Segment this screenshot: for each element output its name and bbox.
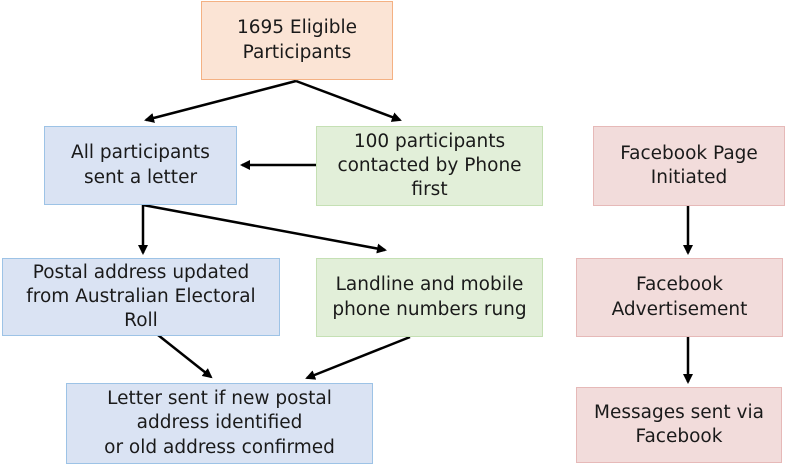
arrow-eligible-to-phone [295,79,402,122]
arrow-letter-to-landline [142,203,387,254]
landline-mobile-node: Landline and mobile phone numbers rung [316,258,543,337]
arrow-eligible-to-letter [144,79,297,123]
arrow-landline-to-lettersent [305,335,411,380]
facebook-ad-node: Facebook Advertisement [576,258,783,337]
postal-address-node: Postal address updated from Australian E… [2,258,280,336]
letter-sent-new-address-node: Letter sent if new postal address identi… [66,383,373,464]
facebook-messages-node: Messages sent via Facebook [576,387,782,463]
arrow-postal-to-lettersent [157,334,213,379]
letter-sent-all-node: All participants sent a letter [44,126,237,205]
facebook-page-node: Facebook Page Initiated [593,126,785,206]
eligible-participants-node: 1695 Eligible Participants [201,1,393,80]
phone-first-node: 100 participants contacted by Phone firs… [316,126,543,206]
